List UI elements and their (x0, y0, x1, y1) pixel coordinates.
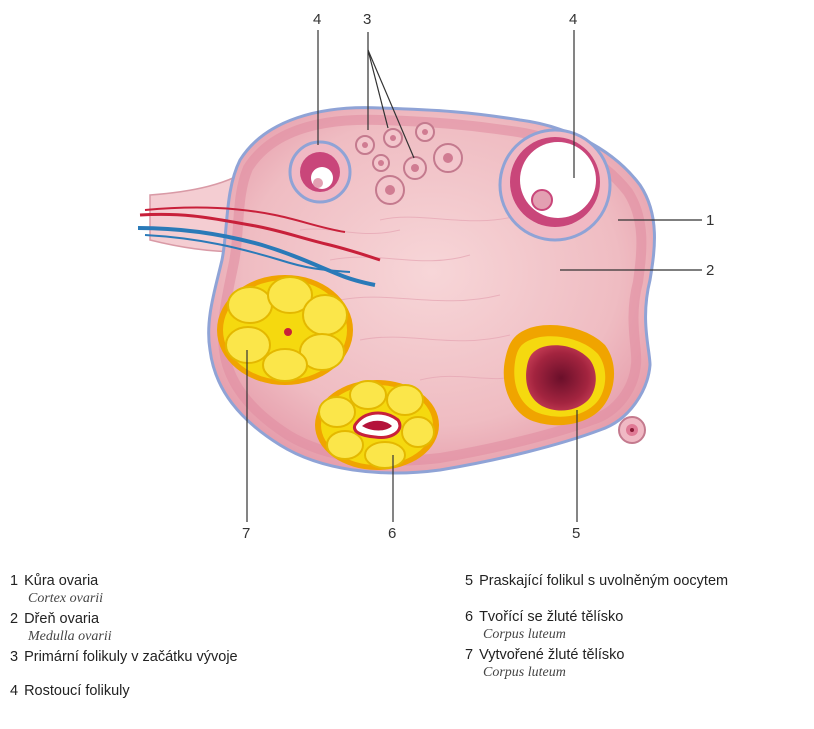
label-5: 5 (572, 525, 580, 542)
corpus-luteum-forming (315, 380, 439, 470)
legend-num: 4 (10, 682, 18, 700)
label-7: 7 (242, 525, 250, 542)
legend-latin: Medulla ovarii (10, 628, 390, 646)
legend-item-1: 1 Kůra ovaria Cortex ovarii (10, 572, 390, 608)
legend-latin: Corpus luteum (465, 664, 810, 682)
label-3: 3 (363, 11, 371, 28)
label-6: 6 (388, 525, 396, 542)
legend-text: Dřeň ovaria (24, 610, 99, 628)
legend-text: Tvořící se žluté tělísko (479, 608, 623, 626)
ruptured-follicle (504, 325, 614, 425)
legend-num: 2 (10, 610, 18, 628)
released-oocyte (619, 417, 645, 443)
legend-num: 1 (10, 572, 18, 590)
label-4-right: 4 (569, 11, 577, 28)
legend-latin: Cortex ovarii (10, 590, 390, 608)
legend-num: 7 (465, 646, 473, 664)
label-4-left: 4 (313, 11, 321, 28)
legend-text: Vytvořené žluté tělísko (479, 646, 624, 664)
legend-item-2: 2 Dřeň ovaria Medulla ovarii (10, 610, 390, 646)
legend-text: Praskající folikul s uvolněným oocytem (479, 572, 728, 590)
label-2: 2 (706, 262, 714, 279)
legend-text: Kůra ovaria (24, 572, 98, 590)
ovary-diagram: 4 3 4 1 2 7 6 5 (0, 0, 814, 560)
growing-follicle-small (290, 142, 350, 202)
legend-item-7: 7 Vytvořené žluté tělísko Corpus luteum (465, 646, 810, 682)
corpus-luteum-formed (217, 275, 353, 385)
legend-item-4: 4 Rostoucí folikuly (10, 682, 390, 700)
legend-item-5: 5 Praskající folikul s uvolněným oocytem (465, 572, 810, 590)
legend-left: 1 Kůra ovaria Cortex ovarii 2 Dřeň ovaria … (10, 572, 390, 702)
legend-text: Primární folikuly v začátku vývoje (24, 648, 238, 666)
legend-item-6: 6 Tvořící se žluté tělísko Corpus luteum (465, 608, 810, 644)
label-1: 1 (706, 212, 714, 229)
legend-item-3: 3 Primární folikuly v začátku vývoje (10, 648, 390, 666)
legend-num: 5 (465, 572, 473, 590)
growing-follicle-large (500, 130, 610, 240)
legend-text: Rostoucí folikuly (24, 682, 130, 700)
legend-latin: Corpus luteum (465, 626, 810, 644)
legend-num: 6 (465, 608, 473, 626)
legend-num: 3 (10, 648, 18, 666)
